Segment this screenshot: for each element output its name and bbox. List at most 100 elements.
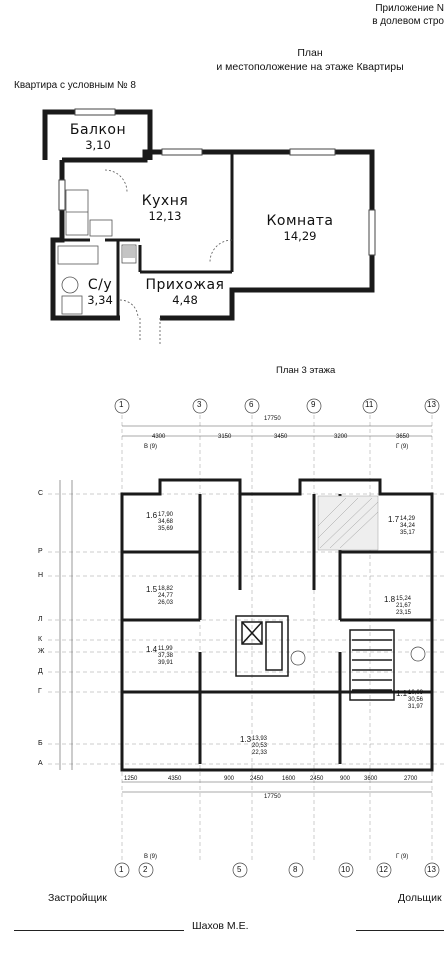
- dim-top-2: 3150: [218, 434, 232, 440]
- axis-bottom-10: 10: [341, 865, 350, 874]
- axis-bottom-8: 8: [293, 865, 298, 874]
- room-bathroom-name: С/у: [87, 277, 113, 293]
- dim-top-1: 4300: [152, 434, 166, 440]
- apt-1-8-num: 1.8: [384, 595, 396, 604]
- apt-1-4-b: 37,38: [158, 653, 174, 659]
- apt-1-5: 1.5 18,82 24,77 26,03: [146, 586, 173, 607]
- row-label-g: Г: [38, 688, 42, 695]
- apt-1-3-c: 22,33: [252, 750, 268, 756]
- apt-1-1-b: 30,56: [408, 697, 424, 703]
- apt-1-3: 1.3 13,93 20,53 22,33: [240, 736, 267, 757]
- axis-label-b-bottom: В (9): [144, 854, 158, 860]
- apt-1-1-a: 10,09: [408, 690, 424, 696]
- row-label-s: С: [38, 490, 44, 497]
- room-balcony-area: 3,10: [85, 138, 111, 152]
- apt-1-1-num: 1.1: [396, 689, 408, 698]
- axis-top-13: 13: [427, 400, 436, 409]
- row-label-b: Б: [38, 740, 43, 747]
- axis-bottom-13: 13: [427, 865, 436, 874]
- room-kitchen-area: 12,13: [148, 209, 182, 223]
- apartment-label: Квартира с условным № 8: [14, 80, 136, 91]
- developer-signature-line: [14, 930, 184, 931]
- plan-title-line-2: и местоположение на этаже Квартиры: [216, 61, 404, 73]
- plan-title: План и местоположение на этаже Квартиры: [190, 46, 430, 74]
- apt-1-7-b: 34,24: [400, 523, 416, 529]
- apt-1-7-a: 14,29: [400, 516, 416, 522]
- row-label-l: Л: [38, 616, 43, 623]
- apt-1-6-a: 17,90: [158, 512, 174, 518]
- shareholder-signature-line: [356, 930, 444, 931]
- dim-top-4: 3200: [334, 434, 348, 440]
- row-label-zh: Ж: [38, 648, 45, 655]
- room-hallway-area: 4,48: [172, 293, 198, 307]
- apt-1-4-c: 39,91: [158, 660, 174, 666]
- apartment-plan-drawing: [42, 108, 376, 345]
- row-label-d: Д: [38, 668, 43, 675]
- appendix-line-2: в долевом стро: [372, 16, 444, 27]
- axis-bottom-2: 2: [143, 865, 148, 874]
- room-living-name: Комната: [266, 213, 334, 229]
- dim-bottom-7: 900: [340, 776, 351, 782]
- shareholder-label: Дольщик: [398, 892, 442, 904]
- axis-label-b: В (9): [144, 444, 158, 450]
- apt-1-4-a: 11,99: [158, 646, 173, 652]
- axis-bottom-5: 5: [237, 865, 242, 874]
- dim-bottom-3: 900: [224, 776, 235, 782]
- apt-1-1: 1.1 10,09 30,56 31,97: [396, 690, 423, 711]
- axis-bottom-1: 1: [119, 865, 124, 874]
- developer-label: Застройщик: [48, 892, 107, 904]
- dim-bottom-9: 2700: [404, 776, 418, 782]
- row-label-n: Н: [38, 572, 44, 579]
- dim-total-top: 17750: [264, 416, 281, 422]
- apt-1-8-b: 21,67: [396, 603, 412, 609]
- apt-1-7-c: 35,17: [400, 530, 416, 536]
- axis-bottom-12: 12: [379, 865, 388, 874]
- apt-1-6: 1.6 17,90 34,68 35,69: [146, 512, 173, 533]
- apt-1-3-b: 20,53: [252, 743, 268, 749]
- dim-bottom-4: 2450: [250, 776, 264, 782]
- floor-plan-title: План 3 этажа: [276, 365, 336, 376]
- axis-label-g: Г (9): [396, 444, 409, 450]
- apt-1-8-a: 15,24: [396, 596, 412, 602]
- axis-top-1: 1: [119, 400, 124, 409]
- room-bathroom-area: 3,34: [87, 293, 113, 307]
- apt-1-4: 1.4 11,99 37,38 39,91: [146, 646, 173, 667]
- apt-1-8: 1.8 15,24 21,67 23,15: [384, 596, 411, 617]
- row-label-a: А: [38, 760, 43, 767]
- floor-plan-drawing: [48, 398, 444, 878]
- axis-top-11: 11: [365, 400, 374, 409]
- apt-1-6-b: 34,68: [158, 519, 174, 525]
- room-kitchen-name: Кухня: [141, 193, 189, 209]
- apt-1-7-num: 1.7: [388, 515, 400, 524]
- room-hallway-name: Прихожая: [145, 277, 225, 293]
- row-label-k: К: [38, 636, 43, 643]
- room-living-area: 14,29: [283, 229, 317, 243]
- developer-name: Шахов М.Е.: [192, 920, 249, 932]
- appendix-header: Приложение N в долевом стро: [372, 2, 444, 28]
- apt-1-3-a: 13,93: [252, 736, 268, 742]
- room-balcony-name: Балкон: [69, 122, 127, 138]
- dim-bottom-6: 2450: [310, 776, 324, 782]
- dim-top-3: 3450: [274, 434, 288, 440]
- apt-1-5-b: 24,77: [158, 593, 174, 599]
- apt-1-5-a: 18,82: [158, 586, 174, 592]
- room-bathroom: С/у 3,34: [80, 277, 120, 307]
- dim-total-bottom: 17750: [264, 794, 281, 800]
- apt-1-6-num: 1.6: [146, 511, 158, 520]
- room-balcony: Балкон 3,10: [58, 122, 138, 152]
- dim-bottom-8: 3600: [364, 776, 378, 782]
- apt-1-3-num: 1.3: [240, 735, 252, 744]
- apt-1-4-num: 1.4: [146, 645, 158, 654]
- apt-1-5-num: 1.5: [146, 585, 158, 594]
- floor-plan-labels: 1 3 6 9 11 13 17750 4300 3150 3450 3200 …: [0, 390, 444, 885]
- axis-top-3: 3: [197, 400, 202, 409]
- dim-bottom-2: 4350: [168, 776, 182, 782]
- apt-1-5-c: 26,03: [158, 600, 174, 606]
- row-label-r: Р: [38, 548, 43, 555]
- room-hallway: Прихожая 4,48: [145, 277, 225, 307]
- room-kitchen: Кухня 12,13: [125, 193, 205, 223]
- dim-top-5: 3650: [396, 434, 410, 440]
- room-living: Комната 14,29: [250, 213, 350, 243]
- apt-1-6-c: 35,69: [158, 526, 174, 532]
- dim-bottom-1: 1250: [124, 776, 138, 782]
